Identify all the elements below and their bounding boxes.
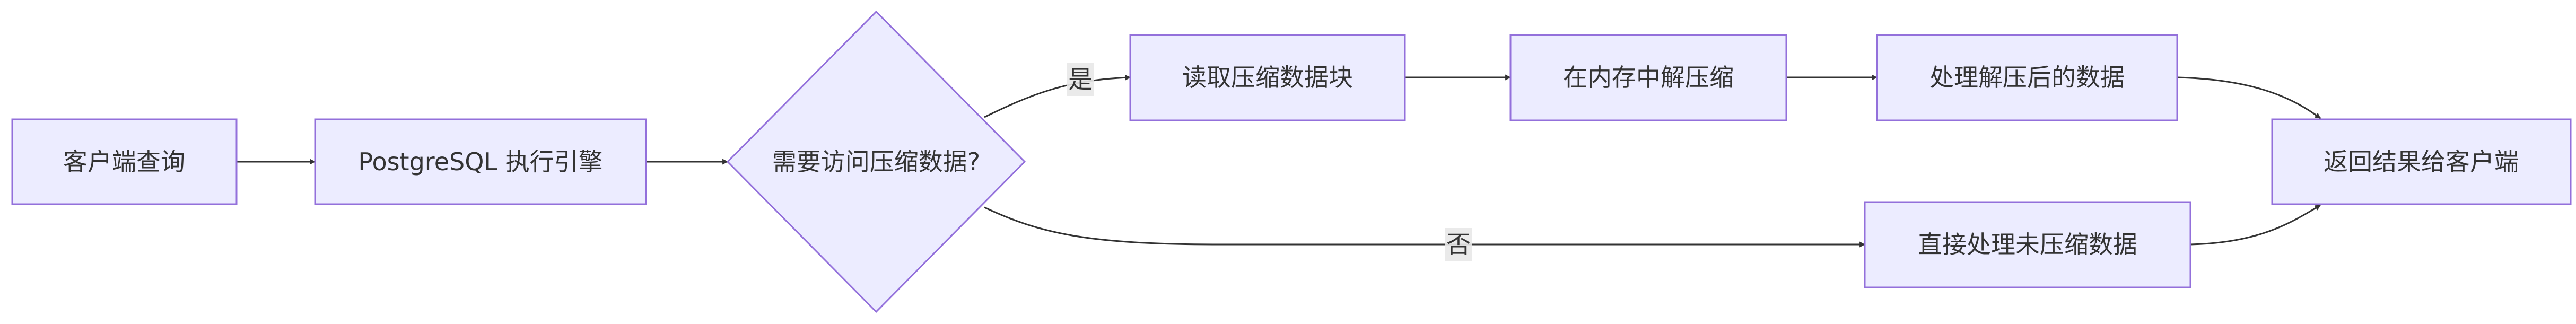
node-engine: PostgreSQL 执行引擎	[314, 118, 647, 205]
node-process-decompressed-label: 处理解压后的数据	[1929, 63, 2125, 92]
node-decompress: 在内存中解压缩	[1509, 34, 1787, 121]
node-engine-label: PostgreSQL 执行引擎	[358, 147, 602, 176]
node-decision-label: 需要访问压缩数据?	[772, 147, 980, 176]
edge-decision-to-read-yes	[984, 74, 1131, 118]
edge-uncompressed-to-return	[2190, 204, 2321, 246]
node-read-block: 读取压缩数据块	[1129, 34, 1406, 121]
edges	[237, 74, 2321, 248]
node-client-query: 客户端查询	[11, 118, 238, 205]
edge-label-yes: 是	[1067, 63, 1094, 96]
node-process-decompressed: 处理解压后的数据	[1876, 34, 2178, 121]
edge-process-to-return	[2177, 76, 2321, 119]
node-return-result-label: 返回结果给客户端	[2324, 147, 2519, 176]
node-process-uncompressed-label: 直接处理未压缩数据	[1918, 230, 2137, 259]
edge-label-yes-text: 是	[1068, 65, 1093, 94]
edge-label-no-text: 否	[1446, 230, 1471, 259]
node-process-uncompressed: 直接处理未压缩数据	[1864, 201, 2191, 288]
node-client-query-label: 客户端查询	[63, 147, 185, 176]
edge-decision-to-uncompressed-no	[984, 206, 1866, 248]
node-decompress-label: 在内存中解压缩	[1563, 63, 1734, 92]
node-read-block-label: 读取压缩数据块	[1182, 63, 1353, 92]
node-decision: 需要访问压缩数据?	[726, 10, 1026, 313]
edge-label-no: 否	[1445, 228, 1472, 261]
node-return-result: 返回结果给客户端	[2271, 118, 2572, 205]
